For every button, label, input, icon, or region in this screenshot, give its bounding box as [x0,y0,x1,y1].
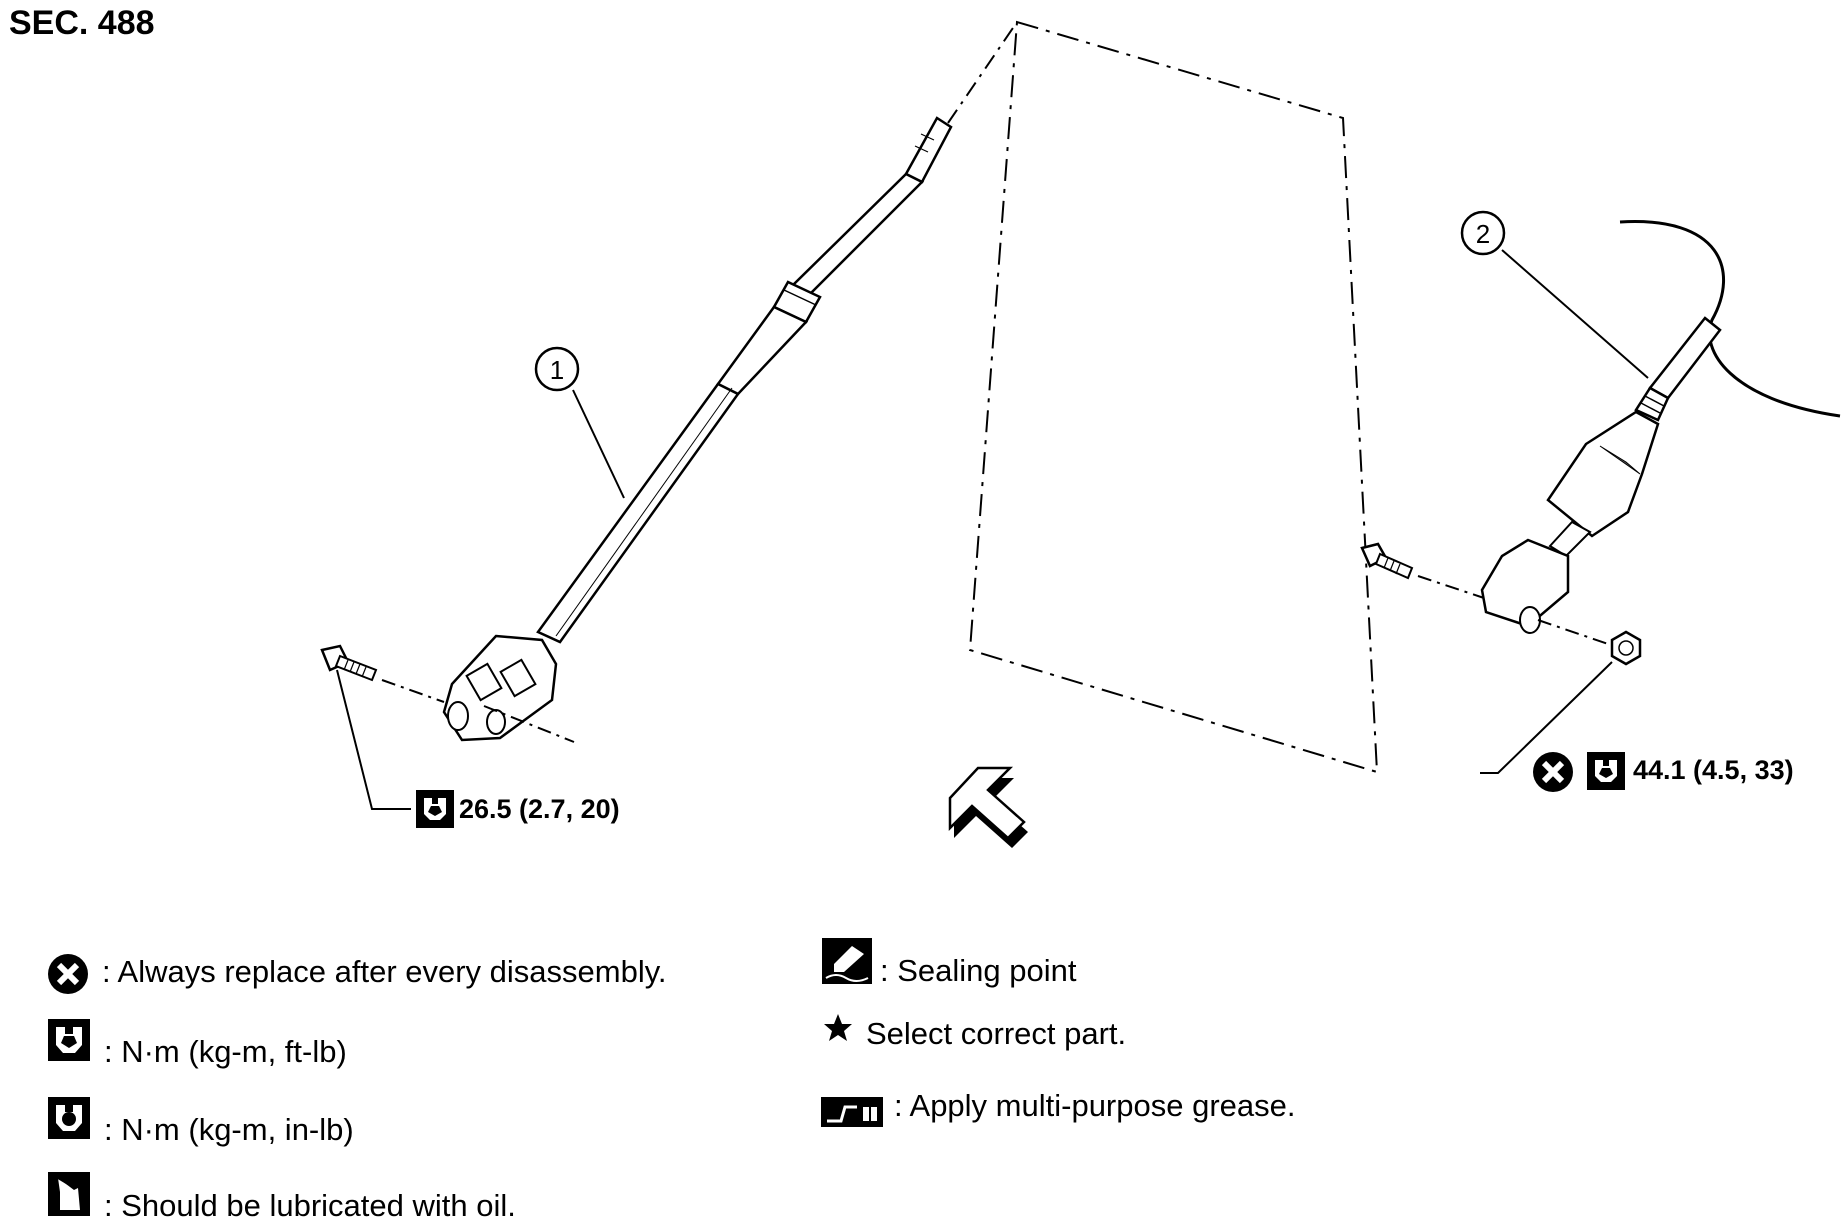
upper-nut [1610,630,1642,666]
callout-1: 1 [534,346,580,392]
callout-1-label: 1 [550,355,564,385]
legend-apply-grease: : Apply multi-purpose grease. [894,1088,1296,1123]
legend-always-replace: : Always replace after every disassembly… [102,954,667,989]
front-arrow-icon [948,766,1028,848]
legend-torque-wrench-icon [48,1019,90,1061]
upper-nut-torque-label: 44.1 (4.5, 33) [1633,755,1794,785]
torque-wrench-icon [416,790,454,828]
torque-wrench-icon [1587,752,1625,790]
lower-shaft-part [320,21,1018,810]
section-title: SEC. 488 [9,4,155,42]
legend-replace-x-icon [48,954,88,994]
replace-x-icon [1533,752,1573,792]
legend-select-part: Select correct part. [866,1016,1127,1051]
callout-2-label: 2 [1476,219,1490,249]
legend-torque-ft-lb: : N·m (kg-m, ft-lb) [104,1034,347,1069]
legend-torque-in-lb: : N·m (kg-m, in-lb) [104,1112,354,1147]
legend-sealing-point: : Sealing point [880,953,1077,988]
legend-star-icon [824,1014,852,1041]
legend-lubricate-oil: : Should be lubricated with oil. [104,1188,516,1223]
reference-plane-outline [968,20,1379,774]
legend-grease-icon [821,1097,883,1127]
legend-sealing-icon [822,938,872,984]
lower-bolt [320,644,445,703]
legend-oil-can-icon [48,1172,90,1216]
upper-bolt [1360,542,1485,599]
legend-torque-wrench-inlb-icon [48,1097,90,1139]
column-end-part [1360,220,1841,774]
callout-2: 2 [1460,210,1506,256]
lower-bolt-torque-label: 26.5 (2.7, 20) [459,794,620,824]
